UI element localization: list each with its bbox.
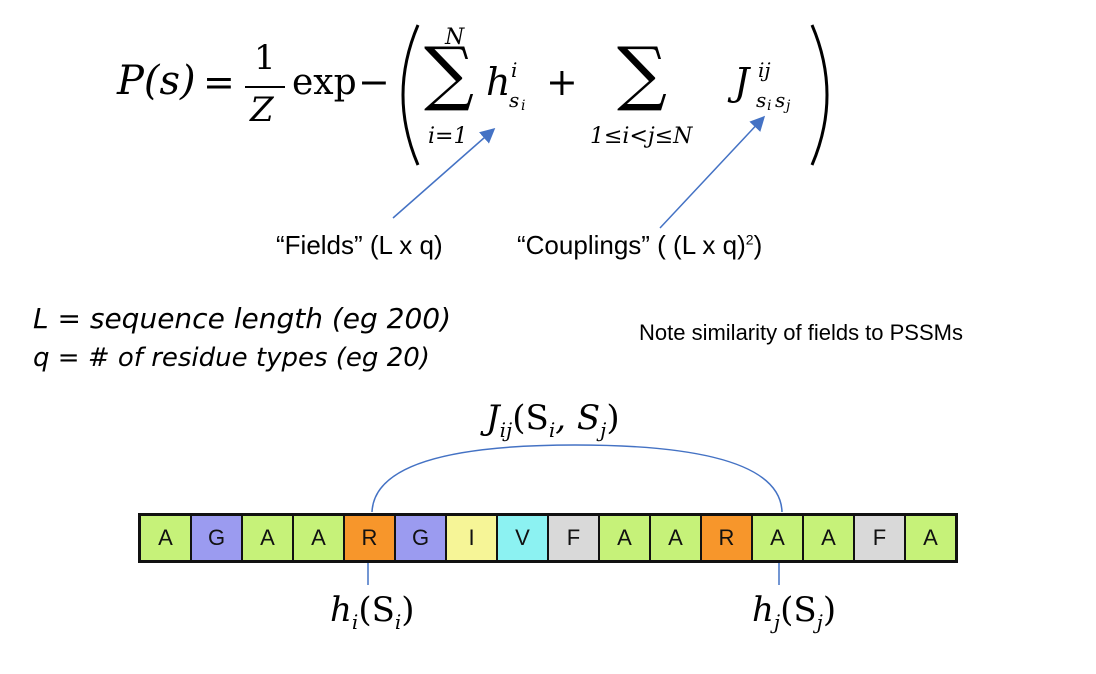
residue-cell: G: [192, 516, 243, 560]
eq-frac-bar: [245, 86, 285, 88]
eq-exp: exp: [292, 62, 357, 103]
J-term-subsub2: j: [786, 98, 791, 114]
coupling-label-comma: , S: [555, 398, 601, 438]
hj-args: (S: [780, 590, 817, 630]
hi-close: ): [401, 590, 415, 630]
residue-cell: A: [651, 516, 702, 560]
sum2-symbol: ∑: [617, 32, 667, 114]
definition-L: L = sequence length (eg 200): [33, 302, 452, 335]
residue-cell: G: [396, 516, 447, 560]
couplings-annotation: “Couplings” ( (L x q)2): [517, 230, 762, 261]
h-term-base: h: [486, 60, 511, 104]
hj-argsub: j: [816, 609, 823, 634]
coupling-label-sub: ij: [499, 417, 513, 442]
note-text: Note similarity of fields to PSSMs: [639, 320, 963, 345]
h-term-sub: s: [509, 88, 520, 112]
eq-lhs: P(s): [117, 58, 196, 104]
residue-cell: A: [141, 516, 192, 560]
residue-cell: A: [906, 516, 955, 560]
hj-close: ): [822, 590, 837, 630]
right-paren: [810, 24, 829, 166]
sum2-lower: 1≤i<j≤N: [590, 124, 693, 149]
hi-sub: i: [351, 609, 359, 634]
hj-base: h: [752, 590, 774, 630]
definition-q: q = # of residue types (eg 20): [33, 343, 430, 373]
J-term-sup: ij: [758, 58, 771, 82]
hi-args: (S: [358, 590, 395, 630]
coupling-label-close: ): [606, 398, 620, 438]
couplings-main: “Couplings” ( (L x q): [517, 230, 746, 260]
eq-frac-numerator: 1: [254, 38, 276, 78]
hj-sub: j: [773, 609, 781, 634]
eq-plus: +: [546, 60, 578, 104]
residue-cell: V: [498, 516, 549, 560]
eq-minus: −: [358, 60, 390, 104]
coupling-label: Jij(Si, Sj): [486, 398, 620, 442]
eq-equals: =: [203, 60, 235, 104]
fields-annotation: “Fields” (L x q): [276, 230, 443, 260]
h-term-sup: i: [511, 58, 518, 82]
J-term-base: J: [734, 60, 750, 104]
residue-cell: I: [447, 516, 498, 560]
J-term-sub1: s: [756, 88, 767, 112]
coupling-arc: [371, 444, 783, 513]
residue-cell: F: [549, 516, 600, 560]
coupling-label-arg2sub: j: [600, 417, 607, 442]
coupling-label-base: J: [486, 398, 500, 438]
sum1-symbol: ∑: [424, 32, 474, 114]
field-label-i: hi(Si): [330, 590, 415, 634]
fields-arrow: [392, 128, 496, 219]
residue-cell: A: [294, 516, 345, 560]
couplings-power: 2: [745, 231, 754, 248]
hi-base: h: [330, 590, 352, 630]
residue-cell: A: [600, 516, 651, 560]
field-label-j: hj(Sj): [752, 590, 836, 634]
residue-cell: F: [855, 516, 906, 560]
residue-cell: A: [243, 516, 294, 560]
h-term-subsub: i: [521, 98, 526, 114]
coupling-label-arg1sub: i: [548, 417, 556, 442]
residue-cell: R: [702, 516, 753, 560]
hi-argsub: i: [394, 609, 402, 634]
couplings-arrow: [659, 115, 766, 229]
J-term-subsub1: i: [767, 98, 772, 114]
J-term-sub2: s: [775, 88, 786, 112]
sum1-upper: N: [445, 25, 465, 50]
sum1-lower: i=1: [428, 124, 468, 149]
residue-cell: A: [753, 516, 804, 560]
residue-cell: A: [804, 516, 855, 560]
residue-cell: R: [345, 516, 396, 560]
eq-frac-denominator: Z: [250, 90, 274, 130]
left-paren: [401, 24, 420, 166]
coupling-label-args: (S: [512, 398, 549, 438]
couplings-close: ): [753, 230, 763, 260]
